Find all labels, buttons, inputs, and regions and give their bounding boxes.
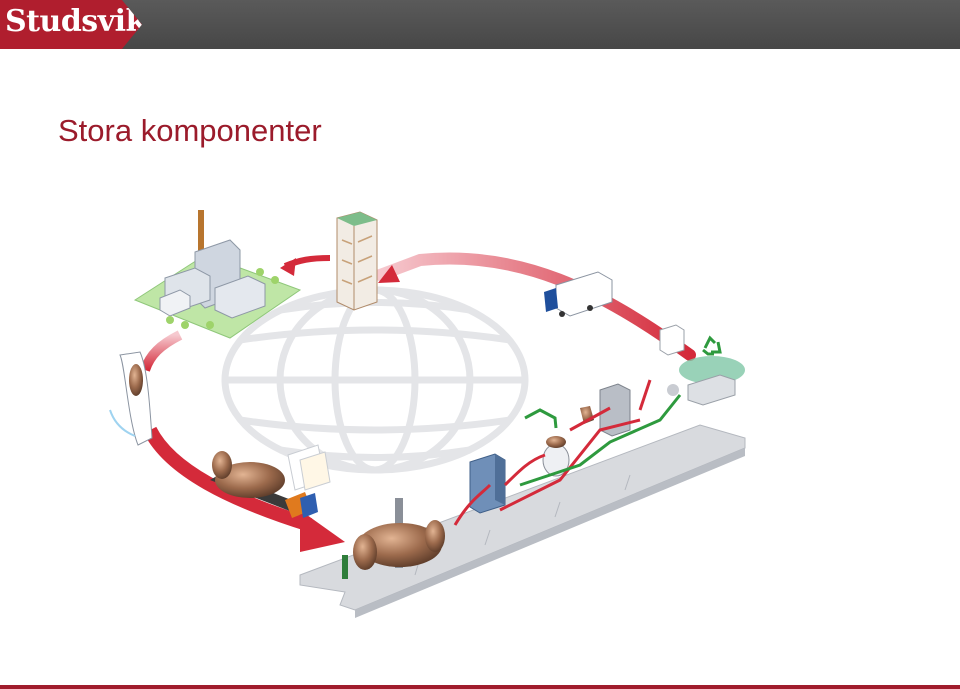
header-bar	[0, 0, 960, 49]
process-flow-arrows	[453, 379, 682, 526]
slide-title: Stora komponenter	[58, 113, 322, 148]
waste-storage	[659, 324, 745, 406]
power-plant-icon	[133, 210, 302, 339]
decontamination-cabinet	[469, 453, 506, 514]
globe-icon	[221, 286, 529, 474]
repository-tower-icon	[336, 211, 378, 311]
process-diagram	[109, 210, 746, 618]
documents-icon	[287, 444, 331, 491]
return-arrow	[374, 252, 696, 361]
truck-icon	[544, 271, 613, 317]
component-cutting-station	[342, 498, 445, 579]
ship-icon	[109, 351, 153, 446]
ship-to-platform-arrow	[143, 426, 313, 532]
footer-line	[0, 685, 960, 689]
inbound-arrow-head	[300, 510, 345, 552]
return-arrow-head	[378, 265, 400, 283]
plant-to-ship-arrow	[140, 330, 183, 372]
recycle-icon	[702, 335, 722, 356]
logo: Studsvik	[0, 0, 142, 49]
logo-text: Studsvik	[5, 4, 146, 39]
heavy-transport-icon	[210, 451, 318, 518]
